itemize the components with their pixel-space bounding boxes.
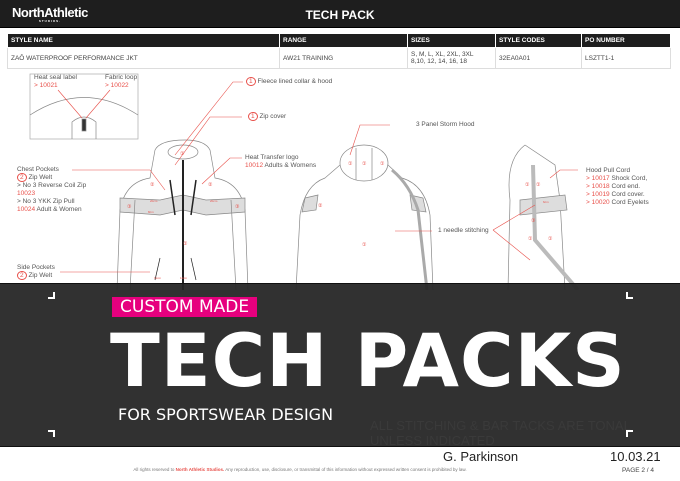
heat-transfer-label: Heat Transfer logo [245, 154, 299, 161]
col-style-name: STYLE NAME [7, 33, 280, 48]
table-header-row: STYLE NAME RANGE SIZES STYLE CODES PO NU… [7, 33, 671, 48]
svg-text:②: ② [208, 182, 213, 188]
footer-post: Any reproduction, use, disclosure, or tr… [224, 467, 467, 472]
side-title: Side Pockets [17, 264, 55, 271]
brand-name: NorthAthletic [12, 5, 88, 20]
heat-seal-code: > 10021 [34, 82, 58, 89]
fleece-label: Fleece lined collar & hood [257, 78, 333, 85]
callout-number: 1 [246, 77, 256, 86]
side-view-jacket [507, 144, 580, 290]
cord-item: > 10019 Cord cover. [586, 191, 645, 198]
back-view-jacket [295, 144, 434, 290]
stitching-annotation: 1 needle stitching [438, 227, 489, 234]
cell-po-number: LSZTT1-1 [581, 47, 671, 69]
zip-cover-label: Zip cover [259, 113, 287, 120]
heat-seal-annotation: Heat seal label> 10021 [34, 74, 77, 90]
measure-label: 20cm [150, 199, 158, 203]
headline: TECH PACKS [110, 319, 626, 404]
measure-label: 20cm [210, 199, 218, 203]
chest-zip: > No 3 Reverse Coil Zip [17, 182, 87, 189]
chest-title: Chest Pockets [17, 166, 59, 173]
heat-transfer-text: Adults & Womens [263, 162, 317, 169]
svg-text:①: ① [380, 161, 385, 167]
fabric-loop-annotation: Fabric loop> 10022 [105, 74, 137, 90]
fabric-loop-code: > 10022 [105, 82, 129, 89]
hood-cord-annotation: Hood Pull Cord > 10017 Shock Cord, > 100… [586, 167, 649, 207]
corner-mark [48, 430, 55, 437]
corner-mark [626, 292, 633, 299]
svg-text:①: ① [528, 236, 533, 242]
footer-brand: North Athletic Studios. [175, 467, 225, 472]
spec-table: STYLE NAME RANGE SIZES STYLE CODES PO NU… [7, 33, 671, 69]
hood-cord-title: Hood Pull Cord [586, 167, 631, 174]
subheadline: FOR SPORTSWEAR DESIGN [118, 405, 334, 424]
callout-number: 1 [248, 112, 258, 121]
svg-text:①: ① [180, 151, 185, 157]
svg-text:①: ① [348, 161, 353, 167]
label-detail-inset [29, 73, 139, 140]
page-number: PAGE 2 / 4 [622, 467, 655, 474]
cord-item: > 10018 Cord end. [586, 183, 641, 190]
table-row: ZAŌ WATERPROOF PERFORMANCE JKT AW21 TRAI… [7, 47, 671, 69]
designer-name: G. Parkinson [443, 449, 519, 464]
col-range: RANGE [279, 33, 408, 48]
custom-made-badge: CUSTOM MADE [112, 297, 258, 317]
chest-welt: Zip Welt [28, 174, 53, 181]
heat-seal-label: Heat seal label [34, 74, 77, 81]
fleece-annotation: 1 Fleece lined collar & hood [246, 77, 333, 86]
cell-range: AW21 TRAINING [279, 47, 408, 69]
col-sizes: SIZES [407, 33, 496, 48]
measure-label: 11cm [180, 276, 188, 280]
callout-number: 2 [17, 271, 27, 280]
chest-pull-text: Adult & Women [35, 206, 82, 213]
measure-label: 8cm [148, 210, 154, 214]
footer-pre: All rights reserved to [133, 467, 176, 472]
footer-copyright: All rights reserved to North Athletic St… [0, 467, 600, 473]
front-view-jacket [116, 139, 249, 290]
svg-text:③: ③ [531, 218, 536, 224]
chest-pull-code: 10024 [17, 206, 36, 213]
svg-text:①: ① [362, 161, 367, 167]
page-title: TECH PACK [305, 8, 375, 22]
tonal-note: ALL STITCHING & BAR TACKS ARE TONAL UNLE… [370, 418, 631, 448]
svg-text:①: ① [183, 241, 188, 247]
side-welt: Zip Welt [28, 272, 53, 279]
svg-text:①: ① [362, 242, 367, 248]
corner-mark [48, 292, 55, 299]
heat-transfer-code: 10012 [245, 162, 264, 169]
fabric-loop-label: Fabric loop [105, 74, 138, 81]
callout-lines [57, 81, 578, 273]
svg-text:③: ③ [235, 204, 240, 210]
cord-item: > 10017 Shock Cord, [586, 175, 648, 182]
svg-text:③: ③ [127, 204, 132, 210]
callout-number: 2 [17, 173, 27, 182]
measure-label: 6cm [543, 200, 549, 204]
chest-pockets-annotation: Chest Pockets 2 Zip Welt > No 3 Reverse … [17, 166, 86, 214]
cell-sizes: S, M, L, XL, 2XL, 3XL 8,10, 12, 14, 16, … [407, 47, 496, 69]
chest-zip-code: 10023 [17, 190, 36, 197]
chest-pull: > No 3 YKK Zip Pull [17, 198, 75, 205]
svg-text:①: ① [536, 182, 541, 188]
svg-text:①: ① [525, 182, 530, 188]
zip-cover-annotation: 1 Zip cover [248, 112, 287, 121]
storm-hood-annotation: 3 Panel Storm Hood [416, 121, 475, 128]
date: 10.03.21 [610, 449, 661, 464]
corner-mark [626, 430, 633, 437]
cord-item: > 10020 Cord Eyelets [586, 199, 649, 206]
svg-text:①: ① [548, 236, 553, 242]
svg-text:②: ② [150, 182, 155, 188]
brand-sub: STUDIOS. [38, 19, 61, 23]
svg-text:②: ② [318, 203, 323, 209]
measure-label: 11cm [154, 276, 162, 280]
